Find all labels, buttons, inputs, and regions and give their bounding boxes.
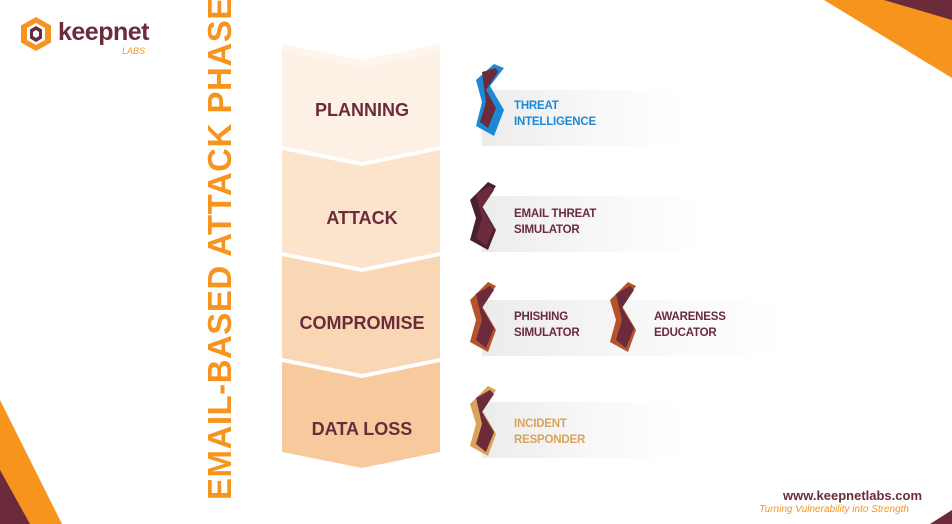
tool-label-line: THREAT bbox=[514, 100, 559, 112]
tool-label-line: AWARENESS bbox=[654, 311, 726, 323]
tool-label-awareness-educator: AWARENESS EDUCATOR bbox=[654, 309, 726, 341]
keepnet-hexagon-logo-icon bbox=[21, 17, 51, 51]
footer-url[interactable]: www.keepnetlabs.com bbox=[783, 488, 922, 503]
tool-background-threat-intelligence bbox=[482, 90, 682, 146]
tool-label-line: INTELLIGENCE bbox=[514, 116, 596, 128]
phase-block-planning bbox=[282, 44, 440, 162]
tool-label-line: EDUCATOR bbox=[654, 327, 717, 339]
phase-label-attack: ATTACK bbox=[326, 208, 398, 228]
phase-block-compromise bbox=[282, 256, 440, 374]
tool-label-email-threat-simulator: EMAIL THREAT SIMULATOR bbox=[514, 206, 596, 238]
phase-label-compromise: COMPROMISE bbox=[299, 313, 425, 333]
logo-name: keepnet bbox=[58, 18, 149, 46]
tool-background-incident-responder bbox=[482, 402, 682, 458]
phase-label-planning: PLANNING bbox=[315, 100, 409, 120]
tool-label-line: INCIDENT bbox=[514, 418, 567, 430]
tool-label-line: SIMULATOR bbox=[514, 224, 580, 236]
tool-background-email-threat-simulator bbox=[482, 196, 702, 252]
logo-sub: LABS bbox=[122, 46, 146, 56]
phase-label-data-loss: DATA LOSS bbox=[311, 419, 413, 439]
footer-tagline: Turning Vulnerability into Strength bbox=[759, 504, 909, 515]
tool-label-line: RESPONDER bbox=[514, 434, 586, 446]
tool-label-line: EMAIL THREAT bbox=[514, 208, 597, 220]
phase-block-data-loss bbox=[282, 362, 440, 468]
tool-label-incident-responder: INCIDENT RESPONDER bbox=[514, 416, 585, 448]
tool-label-line: PHISHING bbox=[514, 311, 568, 323]
phase-block-attack bbox=[282, 150, 440, 268]
tool-label-line: SIMULATOR bbox=[514, 327, 580, 339]
tool-label-threat-intelligence: THREAT INTELLIGENCE bbox=[514, 98, 596, 130]
logo: keepnet LABS bbox=[18, 14, 149, 56]
tool-label-phishing-simulator: PHISHING SIMULATOR bbox=[514, 309, 580, 341]
